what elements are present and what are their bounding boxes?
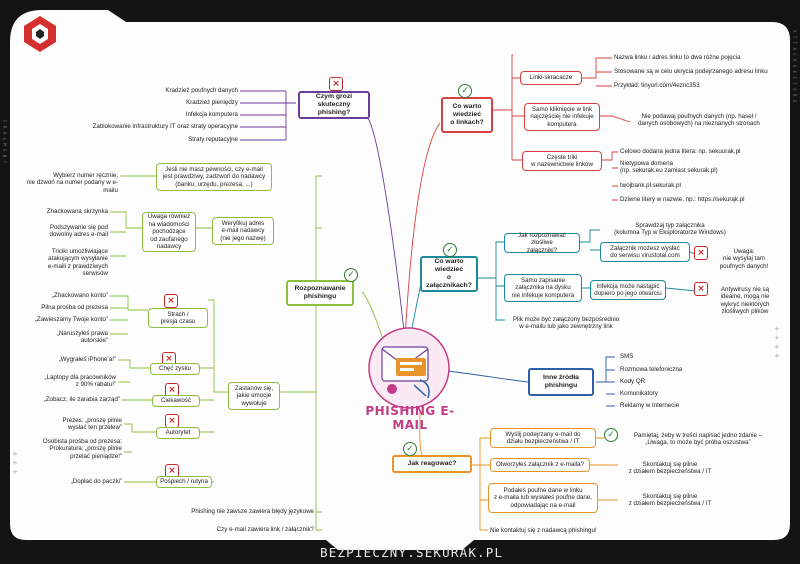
shortener-item: Przykład: tinyurl.com/4eznc353 bbox=[614, 82, 700, 89]
check-icon: ✓ bbox=[458, 84, 472, 98]
trick-item: Nietypowa domena (np. sekurak.eu zamiast… bbox=[620, 160, 718, 175]
gave-data-leaf: Skontaktuj się pilnie z działem bezpiecz… bbox=[628, 493, 712, 508]
click-node: Samo kliknięcie w link najczęściej nie i… bbox=[524, 103, 600, 131]
greed-item: „Laptopy dla pracowników z 90% rabatu!” bbox=[44, 374, 116, 389]
emotions-node: Zastanów się, jakie emocje wywołuje bbox=[228, 382, 280, 410]
links-header: Co warto wiedzieć o linkach? bbox=[441, 97, 493, 133]
virustotal-note: Uwaga: nie wysyłaj tam poufnych danych! bbox=[719, 248, 769, 270]
virustotal-node: Załącznik możesz wysłać do serwisu virus… bbox=[600, 242, 690, 262]
source-item: Reklamy w Internecie bbox=[620, 402, 680, 409]
footer-brand: BEZPIECZNY.SEKURAK.PL bbox=[320, 545, 504, 560]
beware-item: Podszywanie się pod dowolny adres e-mail bbox=[49, 224, 108, 239]
beware-item: Triciki umożliwiające atakującym wysyłan… bbox=[47, 248, 108, 278]
rush-item: „Dopłać do paczki” bbox=[70, 478, 122, 485]
report-leaf: Pamiętaj, żeby w treści napisać jedno zd… bbox=[633, 432, 763, 447]
no-contact-leaf: Nie kontaktuj się z nadawcą phishingu! bbox=[490, 527, 597, 534]
decor-plus-left: +++ bbox=[12, 450, 18, 476]
threat-item: Infekcja komputera bbox=[185, 111, 238, 118]
side-label-right: A T T A C K V E C T O R S bbox=[792, 30, 797, 103]
check-icon: ✓ bbox=[443, 243, 457, 257]
x-icon: × bbox=[165, 383, 179, 397]
trick-item: Dziwne litery w nazwie, np.: https://sek… bbox=[620, 196, 745, 203]
shortener-item: Nazwa linku i adres linku to dwa różne p… bbox=[614, 54, 741, 61]
curiosity-item: „Zobacz, ile zarabia zarząd” bbox=[43, 396, 120, 403]
recognize-attachments-node: Jak rozpoznawać złośliwe załączniki? bbox=[504, 232, 580, 254]
x-icon: × bbox=[164, 294, 178, 308]
greed-item: „Wygrałeś iPhone’a!” bbox=[58, 356, 116, 363]
file-link-leaf: Plik może być załączony bezpośrednio w e… bbox=[512, 316, 620, 331]
sources-header: Inne źródła phishingu bbox=[528, 368, 594, 396]
source-item: Kody QR bbox=[620, 378, 646, 385]
doubt-leaf: Wybierz numer ręcznie, nie dzwoń na nume… bbox=[26, 172, 118, 194]
source-item: Komunikatory bbox=[620, 390, 658, 397]
shortener-item: Stosowane są w celu ukrycia podejrzanego… bbox=[614, 68, 768, 75]
gave-data-node: Podałeś poufne dane w linku z e-maila lu… bbox=[488, 483, 598, 513]
threats-header: Czym grozi skuteczny phishing? bbox=[298, 91, 370, 119]
authority-item: Prezes: „proszę pilnie wysłać ten przele… bbox=[62, 417, 123, 432]
beware-node: Uwaga również na wiadomości pochodzące o… bbox=[142, 212, 196, 252]
save-node: Samo zapisanie załącznika na dysku nie i… bbox=[504, 274, 582, 302]
threat-item: Straty reputacyjne bbox=[188, 136, 238, 143]
check-icon: ✓ bbox=[403, 442, 417, 456]
verify-node: Weryfikuj adres e-mail nadawcy (nie jego… bbox=[212, 217, 274, 245]
rush-node: Pośpiech / rutyna bbox=[156, 476, 212, 488]
fear-item: „Zawieszamy Twoje konto” bbox=[34, 316, 108, 323]
beware-item: Zhackowana skrzynka bbox=[46, 208, 108, 215]
antivirus-note: Antywirusy nie są idealne, mogą nie wykr… bbox=[720, 286, 770, 316]
tricks-node: Częste triki w nazewnictwie linków bbox=[522, 151, 602, 171]
trick-item: twojbank.pl.sekurak.pl bbox=[620, 182, 681, 189]
sekurak-logo bbox=[24, 16, 56, 52]
x-icon: × bbox=[165, 414, 179, 428]
x-icon: × bbox=[329, 77, 343, 91]
x-icon: × bbox=[694, 282, 708, 296]
check-icon: ✓ bbox=[604, 428, 618, 442]
greed-node: Chęć zysku bbox=[150, 363, 200, 375]
decor-plus-right: ++++ bbox=[774, 325, 780, 360]
check-icon: ✓ bbox=[344, 268, 358, 282]
attachment-question-leaf: Czy e-mail zawiera link / załącznik? bbox=[216, 526, 314, 533]
doubt-node: Jeśli nie masz pewności, czy e-mail jest… bbox=[156, 163, 272, 191]
click-leaf: Nie podawaj poufnych danych (np. haseł /… bbox=[638, 113, 760, 128]
curiosity-node: Ciekawość bbox=[152, 395, 200, 407]
authority-node: Autorytet bbox=[156, 427, 200, 439]
infect-node: Infekcja może nastąpić dopiero po jego o… bbox=[590, 280, 666, 300]
phishing-illustration bbox=[368, 327, 450, 409]
opened-node: Otworzyłeś załącznik z e-maila? bbox=[490, 458, 590, 472]
authority-item: Osobista prośba od prezesa: Prokuratura:… bbox=[42, 438, 122, 460]
threat-item: Zablokowanie infrastruktury IT oraz stra… bbox=[92, 123, 238, 130]
fear-item: Pilna prośba od prezesa bbox=[41, 304, 108, 311]
source-item: SMS bbox=[620, 353, 634, 360]
report-node: Wyślij podejrzany e-mail do działu bezpi… bbox=[490, 428, 596, 448]
fear-item: „Zhackowano konto” bbox=[51, 292, 108, 299]
threat-item: Kradzież poufnych danych bbox=[165, 87, 238, 94]
threat-item: Kradzież pieniędzy bbox=[186, 99, 238, 106]
logo-text: SEKURAK.PL bbox=[14, 56, 78, 66]
grammar-leaf: Phishing nie zawsze zawiera błędy języko… bbox=[191, 508, 314, 515]
check-type-leaf: Sprawdzaj typ załącznika (kolumna Typ w … bbox=[614, 222, 726, 237]
shorteners-node: Linki-skracacze bbox=[520, 71, 582, 85]
fear-item: „Naruszyłeś prawa autorskie” bbox=[56, 330, 108, 345]
x-icon: × bbox=[694, 246, 708, 260]
side-label-left: F R A G M E N T bbox=[2, 120, 7, 164]
center-title: PHISHING E-MAIL bbox=[365, 404, 455, 432]
trick-item: Celowo dodana jedna litera: np. sekuurak… bbox=[620, 148, 741, 155]
opened-leaf: Skontaktuj się pilnie z działem bezpiecz… bbox=[628, 461, 712, 476]
attachments-header: Co warto wiedzieć o załącznikach? bbox=[420, 256, 478, 292]
source-item: Rozmowa telefoniczna bbox=[620, 366, 683, 373]
react-header: Jak reagować? bbox=[392, 455, 472, 473]
recognize-header: Rozpoznawanie phishingu bbox=[286, 280, 354, 306]
fear-node: Strach / presja czasu bbox=[148, 308, 208, 328]
